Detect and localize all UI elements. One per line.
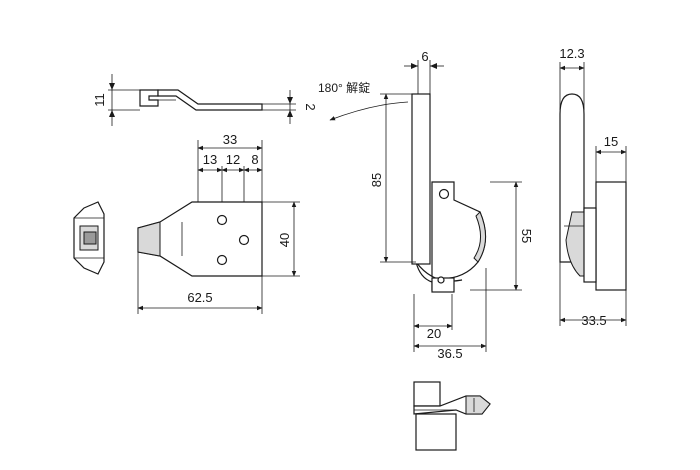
- dimension-13-12-8: 13 12 8: [197, 152, 263, 202]
- dimension-40: 40: [262, 201, 300, 277]
- dimension-33: 33: [197, 132, 263, 202]
- dim-label-2: 2: [303, 103, 318, 110]
- dim-label-12: 12: [226, 152, 240, 167]
- dim-label-33-5: 33.5: [581, 313, 606, 328]
- dimension-11: 11: [92, 74, 140, 126]
- dim-label-20: 20: [427, 326, 441, 341]
- dim-label-13: 13: [203, 152, 217, 167]
- dimension-6: 6: [404, 49, 444, 94]
- rotation-note: 180° 解錠: [318, 80, 409, 121]
- dimension-62-5: 62.5: [137, 252, 263, 314]
- plate-end-view: [73, 201, 105, 275]
- plate-side-profile: [139, 89, 263, 111]
- dimension-12-3: 12.3: [559, 46, 585, 110]
- rotation-label: 180° 解錠: [318, 80, 370, 95]
- dimension-15: 15: [595, 134, 627, 182]
- dim-label-85: 85: [369, 173, 384, 187]
- plate-top-view: [137, 201, 263, 277]
- dimension-85: 85: [369, 93, 416, 263]
- dim-label-15: 15: [604, 134, 618, 149]
- dim-label-55: 55: [519, 229, 534, 243]
- dim-label-36-5: 36.5: [437, 346, 462, 361]
- dimension-2: 2: [262, 90, 318, 124]
- dimension-36-5: 36.5: [413, 268, 487, 361]
- latch-bottom-view: [413, 381, 491, 451]
- dim-label-62-5: 62.5: [187, 290, 212, 305]
- dimension-33-5: 33.5: [559, 262, 627, 328]
- dimension-55: 55: [470, 181, 534, 291]
- dimension-20: 20: [413, 294, 453, 352]
- dim-label-12-3: 12.3: [559, 46, 584, 61]
- latch-side-view: [559, 93, 627, 291]
- dim-label-6: 6: [421, 49, 428, 64]
- dim-label-11: 11: [92, 93, 107, 107]
- dim-label-40: 40: [277, 233, 292, 247]
- latch-front-view: [411, 93, 487, 293]
- dim-label-33: 33: [223, 132, 237, 147]
- dim-label-8: 8: [251, 152, 258, 167]
